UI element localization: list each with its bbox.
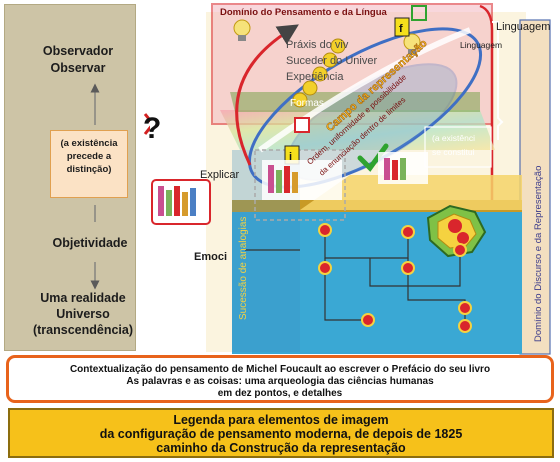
legend-box: Legenda para elementos de imagem da conf…	[8, 408, 554, 458]
emocionar-label: Emoci	[194, 251, 227, 263]
discurso-label: Domínio do Discurso e da Representação	[533, 166, 544, 342]
lightbulb-icon	[403, 33, 421, 55]
books-stack-mid-icon	[262, 160, 342, 200]
analogies-column	[232, 150, 300, 352]
domain-title: Domínio do Pensamento e da Língua	[220, 7, 388, 18]
explicar-label: Explicar	[200, 169, 239, 181]
caption-line-1: Contextualização do pensamento de Michel…	[69, 364, 491, 375]
existencia-line-1: (a existênci	[432, 133, 475, 143]
domain-red-bracket	[479, 4, 494, 205]
books-stack-right-icon	[378, 152, 428, 184]
observer-label: Observador Observar	[30, 44, 126, 76]
linguagem-label: Linguagem	[496, 21, 550, 33]
green-square-icon	[411, 5, 427, 21]
white-sweep	[258, 27, 472, 153]
discourse-band	[519, 19, 551, 355]
question-mark: ?	[143, 112, 162, 145]
f-icon-letter: f	[399, 23, 403, 35]
node-cluster	[318, 223, 472, 333]
note-line-1: (a existência	[60, 138, 118, 149]
yellow-band	[300, 175, 522, 210]
observe-line: Observar	[50, 61, 106, 75]
dashed-box-left	[254, 149, 346, 221]
experiencia-label: Experiência	[286, 71, 344, 83]
reality-line-1: Uma realidade	[40, 291, 126, 305]
note-line-3: distinção)	[66, 164, 112, 175]
forms-band	[220, 110, 495, 150]
question-cross-icon	[143, 113, 150, 135]
reality-label: Uma realidade Universo (transcendência)	[28, 290, 138, 338]
smiley-chain-icon	[292, 38, 346, 108]
info-icon-letter: i	[289, 151, 292, 163]
books-stack-left-icon	[151, 179, 211, 225]
observer-line: Observador	[42, 44, 114, 58]
praxis-label: Práxis do viv	[286, 39, 349, 51]
caption-box: Contextualização do pensamento de Michel…	[6, 355, 554, 403]
note-line-2: precede a	[66, 151, 112, 162]
legend-line-1: Legenda para elementos de imagem	[173, 413, 389, 427]
f-icon	[394, 17, 410, 37]
suceder-label: Suceder do Univer	[286, 55, 377, 67]
caption-line-3: em dez pontos, e detalhes	[217, 388, 343, 399]
reality-line-2: Universo	[56, 307, 110, 321]
caption-line-2: As palavras e as coisas: uma arqueologia…	[126, 376, 434, 387]
left-arrows	[90, 83, 150, 290]
analogias-label: Sucessão de analogias	[238, 217, 249, 320]
green-hexagon-group	[426, 204, 487, 258]
objectivity-label: Objetividade	[52, 236, 128, 250]
white-bracket	[492, 21, 504, 140]
red-checkbox-icon	[294, 117, 310, 133]
legend-line-2: da configuração de pensamento moderna, d…	[99, 427, 463, 441]
existencia-line-2: se constitui	[432, 147, 475, 157]
existence-box	[424, 126, 492, 168]
formas-label: Formas	[290, 98, 324, 109]
reality-line-3: (transcendência)	[32, 323, 134, 337]
thought-configuration-diagram: Domínio do Pensamento e da Língua Lingua…	[151, 3, 551, 355]
red-curved-arrow	[235, 24, 299, 166]
linguagem-small-label: Linguagem	[460, 40, 502, 50]
legend-line-3: caminho da Construção da representação	[156, 441, 406, 455]
existence-note-box: (a existência precede a distinção)	[50, 130, 128, 198]
lightbulb-icon	[233, 19, 251, 41]
